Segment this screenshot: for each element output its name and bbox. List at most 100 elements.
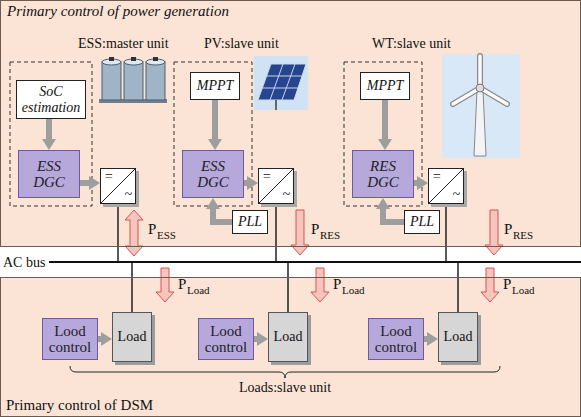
bus-wire [287, 263, 289, 312]
turbine-tower [474, 90, 486, 156]
unit-heading: ESS:master unit [78, 36, 169, 51]
process-box: MPPT [190, 72, 240, 100]
group-bracket [70, 366, 500, 378]
node-text: AC bus [0, 255, 49, 271]
process-box: MPPT [360, 72, 410, 100]
pll-box: PLL [232, 210, 268, 234]
power-arrow [125, 210, 143, 256]
turbine-blade [453, 56, 507, 104]
power-symbol: P [148, 221, 156, 238]
node-text: MPPT [364, 78, 406, 93]
battery-cell [102, 62, 121, 100]
load-box: Load [438, 312, 478, 362]
band-title: Primary control of power generation [7, 3, 574, 20]
controller-box: Lood control [198, 318, 254, 360]
node-text: ESS DGC [22, 158, 76, 191]
signal-arrow [414, 180, 417, 186]
power-symbol: P [311, 221, 319, 238]
node-text: PLL [236, 214, 264, 229]
turbine-sky [442, 54, 520, 158]
node-text: = [432, 170, 441, 184]
signal-arrow [98, 336, 101, 342]
bus-wire [117, 204, 119, 261]
battery-terminal [131, 57, 136, 61]
node-text: PLL [408, 214, 436, 229]
load-box: Load [268, 312, 308, 362]
control-band: Primary control of DSMLood controlLoadLo… [0, 277, 581, 417]
converter-diagonal [259, 169, 293, 203]
solar-grid [262, 64, 302, 100]
signal-arrow [212, 100, 218, 139]
node-text: = [104, 170, 113, 184]
battery-cell [124, 62, 143, 100]
controller-box: ESS DGC [182, 150, 244, 198]
converter-symbol: =~ [258, 168, 294, 204]
group-label: Loads:slave unit [239, 380, 331, 395]
power-symbol: P [178, 276, 186, 293]
signal-arrow [382, 100, 388, 139]
power-subscript: ESS [157, 229, 176, 241]
power-arrow [485, 210, 503, 255]
controller-box: RES DGC [352, 150, 414, 198]
battery-terminal [153, 57, 158, 61]
bus-wire [445, 204, 447, 261]
process-box: SoC estimation [16, 80, 86, 119]
node-text: ~ [452, 188, 460, 202]
pll-box: PLL [404, 210, 440, 234]
signal-arrow [244, 180, 247, 186]
node-text: Load [272, 329, 304, 344]
power-arrow [156, 268, 174, 302]
node-text: ~ [282, 188, 290, 202]
unit-heading: PV:slave unit [204, 36, 279, 51]
node-text: ~ [124, 188, 132, 202]
node-text: RES DGC [356, 158, 410, 191]
load-box: Load [112, 312, 152, 362]
power-arrow [311, 268, 329, 302]
power-subscript: Load [187, 284, 210, 296]
turbine-hub [476, 84, 484, 92]
power-subscript: Load [342, 284, 365, 296]
signal-arrow [80, 180, 89, 186]
converter-diagonal [101, 169, 135, 203]
dashed-group [174, 62, 252, 206]
node-text: MPPT [194, 78, 236, 93]
node-text: Lood control [372, 323, 420, 356]
node-text: = [262, 170, 271, 184]
battery-cell [146, 62, 165, 100]
converter-symbol: =~ [100, 168, 136, 204]
controller-box: Lood control [368, 318, 424, 360]
node-text: Lood control [202, 323, 250, 356]
power-subscript: Load [512, 284, 535, 296]
solar-sky [254, 56, 308, 110]
bus-wire [457, 263, 459, 312]
signal-arrow [213, 209, 232, 222]
unit-heading: WT:slave unit [372, 36, 451, 51]
node-text: Load [116, 329, 148, 344]
converter-symbol: =~ [428, 168, 464, 204]
controller-box: Lood control [42, 318, 98, 360]
power-symbol: P [503, 276, 511, 293]
dashed-group [344, 62, 422, 206]
node-text: Lood control [46, 323, 94, 356]
converter-diagonal [429, 169, 463, 203]
power-arrow [291, 210, 309, 255]
turbine-blade-edge [453, 56, 507, 104]
solar-panel [258, 64, 306, 100]
node-text: SoC estimation [20, 84, 82, 115]
signal-arrow [424, 336, 427, 342]
node-text: ESS DGC [186, 158, 240, 191]
signal-arrow [383, 209, 404, 222]
controller-box: ESS DGC [18, 150, 80, 198]
power-subscript: RES [513, 229, 533, 241]
power-symbol: P [333, 276, 341, 293]
battery-terminal [109, 57, 114, 61]
bus-wire [131, 263, 133, 312]
signal-arrow [46, 119, 52, 139]
power-symbol: P [504, 221, 512, 238]
ac-bus: AC bus [0, 261, 581, 263]
bus-wire [275, 204, 277, 261]
power-subscript: RES [320, 229, 340, 241]
dashed-group [10, 62, 92, 206]
node-text: Load [442, 329, 474, 344]
power-arrow [481, 268, 499, 302]
